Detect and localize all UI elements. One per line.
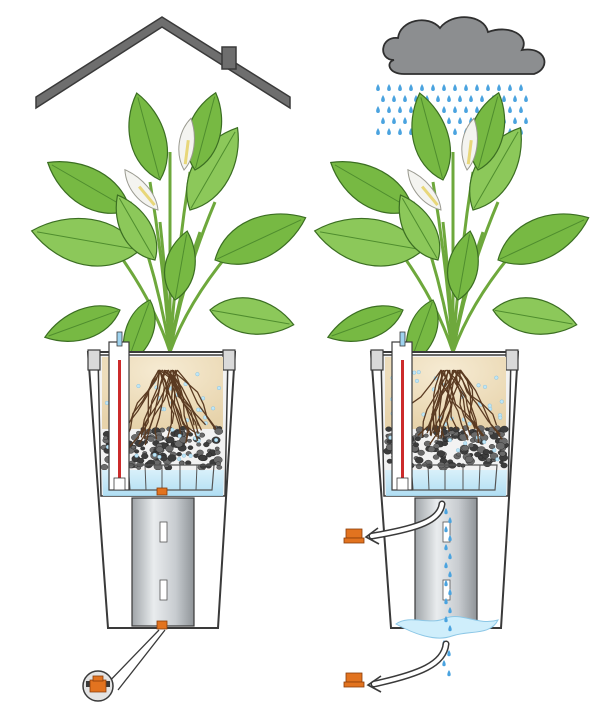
raindrop: [420, 84, 424, 91]
raindrop: [409, 84, 413, 91]
water-cylinder: [131, 497, 195, 627]
raindrop: [519, 84, 523, 91]
raindrop: [464, 106, 468, 113]
raindrop: [392, 95, 396, 102]
leaf: [313, 217, 424, 267]
raindrop: [447, 670, 451, 677]
raindrop: [486, 84, 490, 91]
leaf: [163, 230, 196, 301]
leaf: [209, 297, 295, 335]
raindrop: [387, 106, 391, 113]
rain-cloud-icon: [382, 16, 546, 75]
raindrop: [464, 84, 468, 91]
raindrop: [442, 106, 446, 113]
raindrop: [403, 117, 407, 124]
raindrop: [398, 106, 402, 113]
water-level-indicator: [108, 331, 130, 491]
raindrop: [431, 84, 435, 91]
raindrop: [453, 84, 457, 91]
leaf: [214, 213, 307, 265]
raindrop: [376, 84, 380, 91]
drain-plug: [156, 487, 168, 630]
raindrop: [453, 106, 457, 113]
raindrop: [444, 508, 448, 515]
plant-roots: [393, 369, 503, 445]
raindrop: [442, 660, 446, 667]
raindrop: [442, 84, 446, 91]
raindrop: [444, 616, 448, 623]
raindrop: [475, 84, 479, 91]
raindrop: [502, 95, 506, 102]
raindrop: [409, 106, 413, 113]
raindrop: [444, 544, 448, 551]
raindrop: [392, 117, 396, 124]
overflow-puddle: [395, 616, 499, 639]
raindrop: [436, 95, 440, 102]
raindrop: [448, 607, 452, 614]
raindrop: [444, 598, 448, 605]
outdoor-panel: [313, 16, 590, 693]
removed-drain-plug-upper: [343, 500, 446, 545]
raindrop: [403, 95, 407, 102]
raindrop: [448, 625, 452, 632]
raindrop: [497, 84, 501, 91]
plant-foliage-outdoor: [313, 91, 590, 367]
raindrop: [513, 95, 517, 102]
leaf: [497, 213, 590, 265]
raindrop: [448, 553, 452, 560]
raindrop: [453, 128, 457, 135]
raindrop: [480, 95, 484, 102]
raindrop: [469, 95, 473, 102]
planter-pot: [86, 331, 237, 630]
raindrop: [458, 117, 462, 124]
raindrop: [398, 128, 402, 135]
raindrop: [447, 117, 451, 124]
raindrop: [513, 117, 517, 124]
raindrop: [447, 650, 451, 657]
leaf: [492, 297, 578, 335]
raindrop: [387, 84, 391, 91]
raindrop: [376, 106, 380, 113]
raindrop: [448, 571, 452, 578]
raindrop: [475, 106, 479, 113]
leaf: [30, 217, 141, 267]
raindrop: [387, 128, 391, 135]
raindrop: [447, 95, 451, 102]
leaf: [446, 230, 479, 301]
raindrop: [508, 84, 512, 91]
water-level-indicator: [391, 331, 413, 491]
removed-drain-plug-lower: [343, 640, 450, 693]
raindrop: [524, 95, 528, 102]
raindrop: [448, 589, 452, 596]
raindrop: [508, 106, 512, 113]
raindrop: [398, 84, 402, 91]
raindrop: [448, 517, 452, 524]
plug-closeup-callout: [82, 629, 166, 702]
raindrops: [376, 84, 528, 135]
planter-pot-outdoor: [369, 331, 520, 639]
raindrop: [444, 526, 448, 533]
raindrop: [376, 128, 380, 135]
raindrop: [519, 106, 523, 113]
plant-foliage: [30, 91, 307, 367]
raindrop: [458, 95, 462, 102]
raindrop: [524, 117, 528, 124]
indoor-panel: [30, 16, 307, 702]
raindrop: [444, 562, 448, 569]
raindrop: [381, 95, 385, 102]
raindrop: [444, 580, 448, 587]
raindrop: [381, 117, 385, 124]
raindrop: [448, 535, 452, 542]
house-roof-icon: [35, 16, 291, 110]
